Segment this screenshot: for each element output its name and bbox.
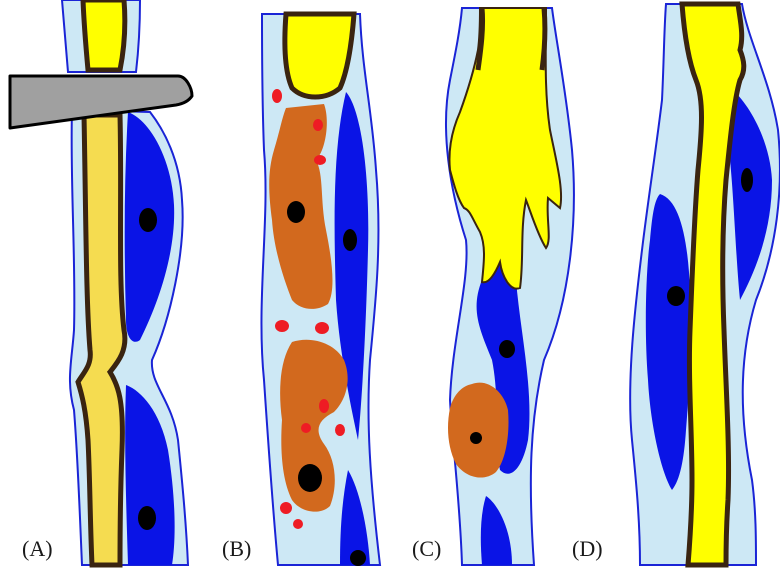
panel-d-nucleus-lower — [667, 286, 685, 306]
panel-a-nucleus-upper — [139, 208, 157, 232]
panel-b-label: (B) — [222, 536, 251, 561]
panel-d-label: (D) — [572, 536, 603, 561]
panel-c-label: (C) — [412, 536, 441, 561]
panel-b-macrophage-nucleus-lower — [298, 464, 322, 492]
panel-b-macrophage-nucleus-upper — [287, 201, 305, 223]
panel-b: (B) — [222, 14, 380, 566]
debris-particle — [319, 399, 329, 413]
debris-particle — [275, 320, 289, 332]
panel-c-schwann-nucleus — [499, 340, 515, 358]
debris-particle — [335, 424, 345, 436]
panel-b-axon-stump — [285, 14, 354, 97]
panel-d: (D) — [572, 4, 780, 565]
panel-a: (A) — [10, 0, 192, 565]
debris-particle — [315, 322, 329, 334]
debris-particle — [280, 502, 292, 514]
panel-c-macrophage-nucleus — [470, 432, 482, 444]
panel-a-upper-axon — [83, 0, 125, 70]
panel-a-label: (A) — [22, 536, 53, 561]
panel-d-nucleus-upper — [741, 168, 753, 192]
debris-particle — [313, 119, 323, 131]
debris-particle — [272, 89, 282, 103]
panel-a-nucleus-lower — [138, 506, 156, 530]
panel-b-schwann-nucleus-upper — [343, 229, 357, 251]
panel-c-macrophage — [448, 383, 509, 478]
debris-particle — [301, 423, 311, 433]
debris-particle — [293, 519, 303, 529]
debris-particle — [314, 155, 326, 165]
panel-c: (C) — [412, 8, 574, 565]
panel-b-schwann-nucleus-lower — [350, 550, 366, 566]
